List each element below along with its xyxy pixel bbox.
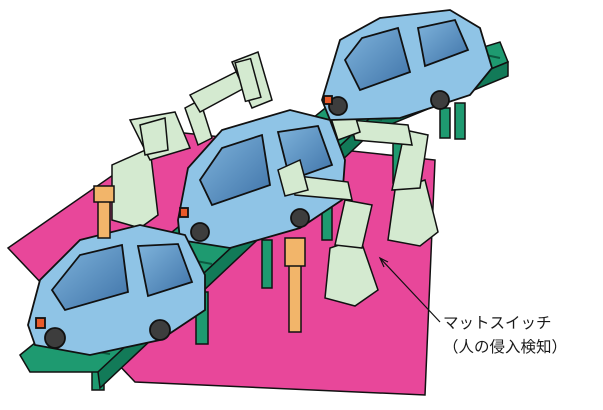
callout-arrow [378,256,441,323]
mat-switch-label-line1: マットスイッチ [443,314,552,332]
mat-switch-label-line2: （人の侵入検知） [443,338,568,356]
robot-arm-front-right [277,158,379,307]
robot-arm-back-right [329,103,439,247]
car-front [27,224,206,356]
sensor-post-right [284,237,306,333]
sensor-post-left [93,185,115,239]
car-back [321,9,493,121]
robot-arm-back-left [111,51,273,229]
mat-switch-label: マットスイッチ （人の侵入検知） [443,311,603,359]
